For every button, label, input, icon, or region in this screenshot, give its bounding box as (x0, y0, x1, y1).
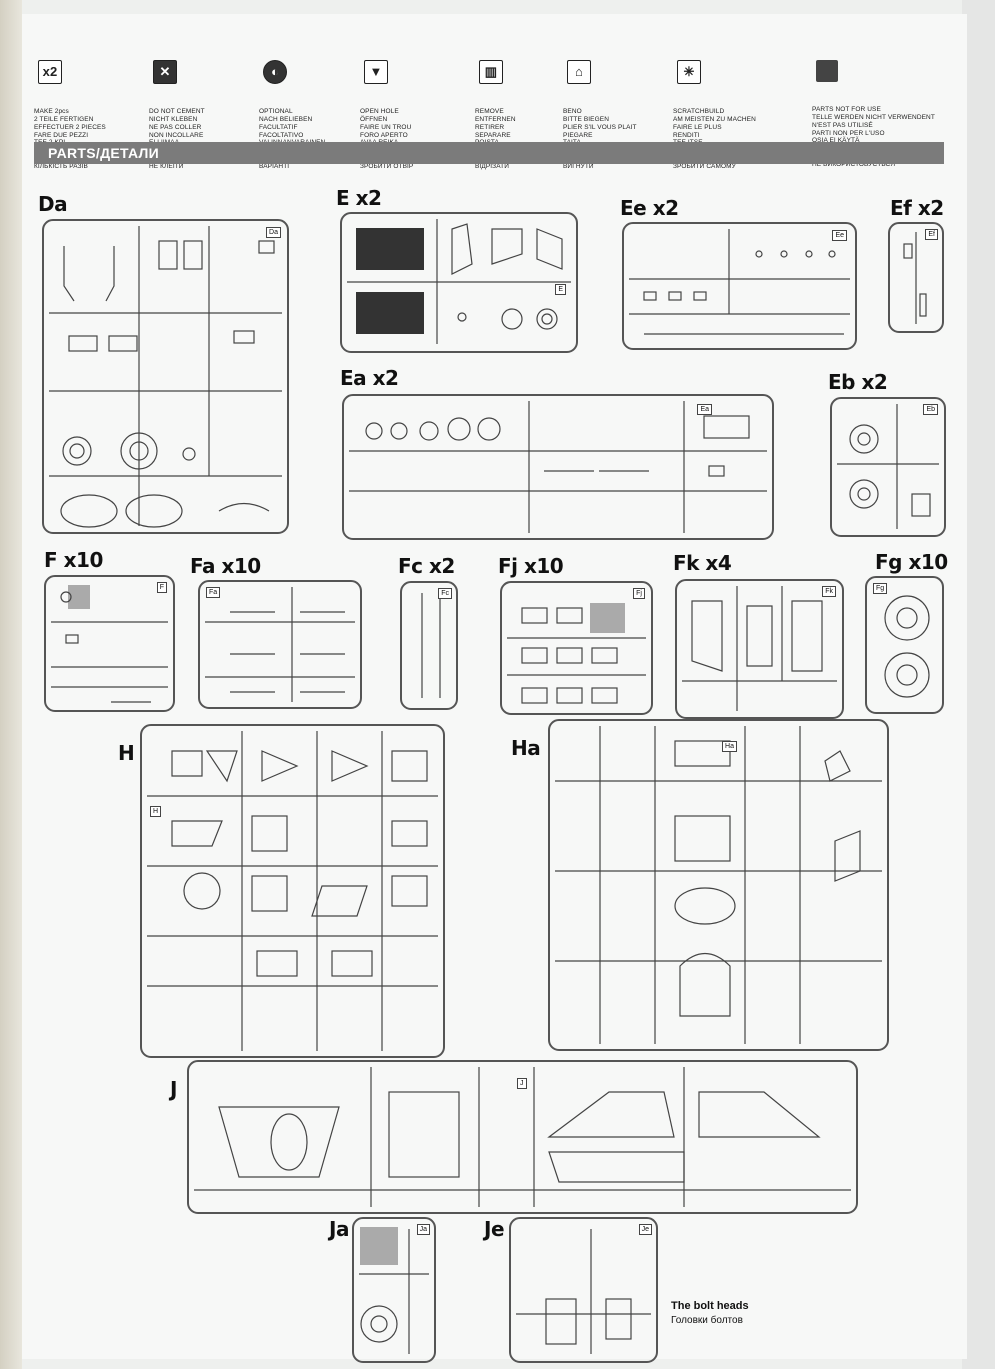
sprue-tag-da: Da (266, 227, 281, 238)
bolt-heads-note-ru: Головки болтов (671, 1315, 743, 1326)
sprue-h-drawing (147, 731, 438, 1051)
sprue-tag-fk: Fk (822, 586, 836, 597)
sprue-f-drawing (51, 585, 168, 703)
sprue-label-j: J (170, 1077, 177, 1101)
sprue-ha-drawing (555, 726, 882, 1044)
instruction-page: x2 MAKE 2pcs 2 TEILE FERTIGEN EFFECTUER … (22, 14, 967, 1363)
drill-icon: ▼ (364, 59, 388, 84)
sprue-ee-drawing (629, 229, 850, 335)
sprue-j: J (187, 1060, 858, 1214)
legend-do-not-cement: ✕ DO NOT CEMENT NICHT KLEBEN NE PAS COLL… (149, 44, 233, 186)
sprue-fg: Fg (865, 576, 944, 714)
sprue-label-h: H (118, 741, 135, 765)
unused-parts-icon (816, 59, 838, 82)
sprue-ee: Ee (622, 222, 857, 350)
sprue-fa: Fa (198, 580, 362, 709)
sprue-fk-drawing (682, 586, 837, 711)
sprue-label-ha: Ha (511, 736, 541, 760)
sprue-label-f: F x10 (44, 548, 103, 572)
legend-open-hole: ▼ OPEN HOLE ÖFFNEN FAIRE UN TROU FORO AP… (360, 44, 433, 186)
legend-optional: ◐ OPTIONAL NACH BELIEBEN FACULTATIF FACO… (259, 44, 325, 186)
bolt-heads-note-en: The bolt heads (671, 1300, 749, 1312)
sprue-label-e: E x2 (336, 186, 382, 210)
sprue-label-ea: Ea x2 (340, 366, 399, 390)
sprue-tag-ha: Ha (722, 741, 737, 752)
page-edge-left (0, 0, 22, 1369)
symbol-legend: x2 MAKE 2pcs 2 TEILE FERTIGEN EFFECTUER … (22, 14, 967, 170)
sprue-je-drawing (516, 1229, 651, 1354)
legend-make-2pcs: x2 MAKE 2pcs 2 TEILE FERTIGEN EFFECTUER … (34, 44, 108, 186)
sprue-tag-j: J (517, 1078, 527, 1089)
scratchbuild-icon: ✳ (677, 59, 701, 84)
sprue-fc-drawing (421, 593, 441, 698)
sprue-label-eb: Eb x2 (828, 370, 888, 394)
legend-scratchbuild: ✳ SCRATCHBUILD AM MEISTEN ZU MACHEN FAIR… (673, 44, 756, 186)
sprue-tag-ef: Ef (925, 229, 938, 240)
sprue-tag-fg: Fg (873, 583, 888, 594)
sprue-ef-drawing (903, 232, 927, 324)
sprue-ha: Ha (548, 719, 889, 1051)
bend-icon: ⌂ (567, 59, 591, 84)
sprue-tag-je: Je (638, 1224, 652, 1235)
page-edge-right (962, 0, 995, 1369)
sprue-ja-drawing (359, 1227, 429, 1354)
sprue-label-fg: Fg x10 (875, 550, 948, 574)
sprue-label-ee: Ee x2 (620, 196, 679, 220)
x2-icon: x2 (38, 59, 62, 84)
sprue-eb: Eb (830, 397, 946, 537)
sprue-tag-ea: Ea (697, 404, 712, 415)
sprue-tag-fj: Fj (633, 588, 645, 599)
sprue-ea: Ea (342, 394, 774, 540)
sprue-tag-h: H (150, 806, 162, 817)
sprue-tag-eb: Eb (923, 404, 938, 415)
sprue-label-ef: Ef x2 (890, 196, 944, 220)
sprue-ef: Ef (888, 222, 944, 333)
legend-bend: ⌂ BENO BITTE BIEGEN PLIER S'IL VOUS PLAI… (563, 44, 637, 186)
sprue-fk: Fk (675, 579, 844, 719)
sprue-da: Da (42, 219, 289, 534)
sprue-da-drawing (49, 226, 282, 528)
sprue-h: H (140, 724, 445, 1058)
sprue-fa-drawing (205, 587, 355, 702)
sprue-label-fj: Fj x10 (498, 554, 564, 578)
sprue-label-da: Da (38, 192, 68, 216)
sprue-e: E (340, 212, 578, 353)
cut-icon: ▥ (479, 59, 503, 84)
no-glue-icon: ✕ (153, 59, 177, 84)
sprue-label-ja: Ja (329, 1217, 349, 1241)
sprue-tag-e: E (555, 284, 566, 295)
sprue-fj-drawing (507, 603, 646, 704)
legend-remove: ▥ REMOVE ENTFERNEN RETIRER SEPARARE POIS… (475, 44, 516, 186)
sprue-ja: Ja (352, 1217, 436, 1363)
sprue-e-drawing (347, 219, 571, 344)
sprue-tag-f: F (156, 582, 167, 593)
sprue-label-fk: Fk x4 (673, 551, 732, 575)
sprue-label-je: Je (484, 1217, 505, 1241)
sprue-f: F (44, 575, 175, 712)
sprue-label-fa: Fa x10 (190, 554, 261, 578)
sprue-tag-fc: Fc (438, 588, 452, 599)
sprue-fc: Fc (400, 581, 458, 710)
sprue-tag-ee: Ee (832, 230, 847, 241)
section-banner: PARTS/ДЕТАЛИ (34, 142, 944, 164)
sprue-tag-ja: Ja (416, 1224, 430, 1235)
sprue-eb-drawing (837, 404, 939, 529)
sprue-ea-drawing (349, 401, 767, 533)
sprue-j-drawing (194, 1067, 851, 1207)
sprue-fg-drawing (884, 595, 930, 698)
sprue-tag-fa: Fa (206, 587, 221, 598)
sprue-label-fc: Fc x2 (398, 554, 455, 578)
sprue-fj: Fj (500, 581, 653, 715)
sprue-je: Je (509, 1217, 658, 1363)
section-title: PARTS/ДЕТАЛИ (48, 145, 160, 161)
optional-icon: ◐ (263, 59, 287, 84)
